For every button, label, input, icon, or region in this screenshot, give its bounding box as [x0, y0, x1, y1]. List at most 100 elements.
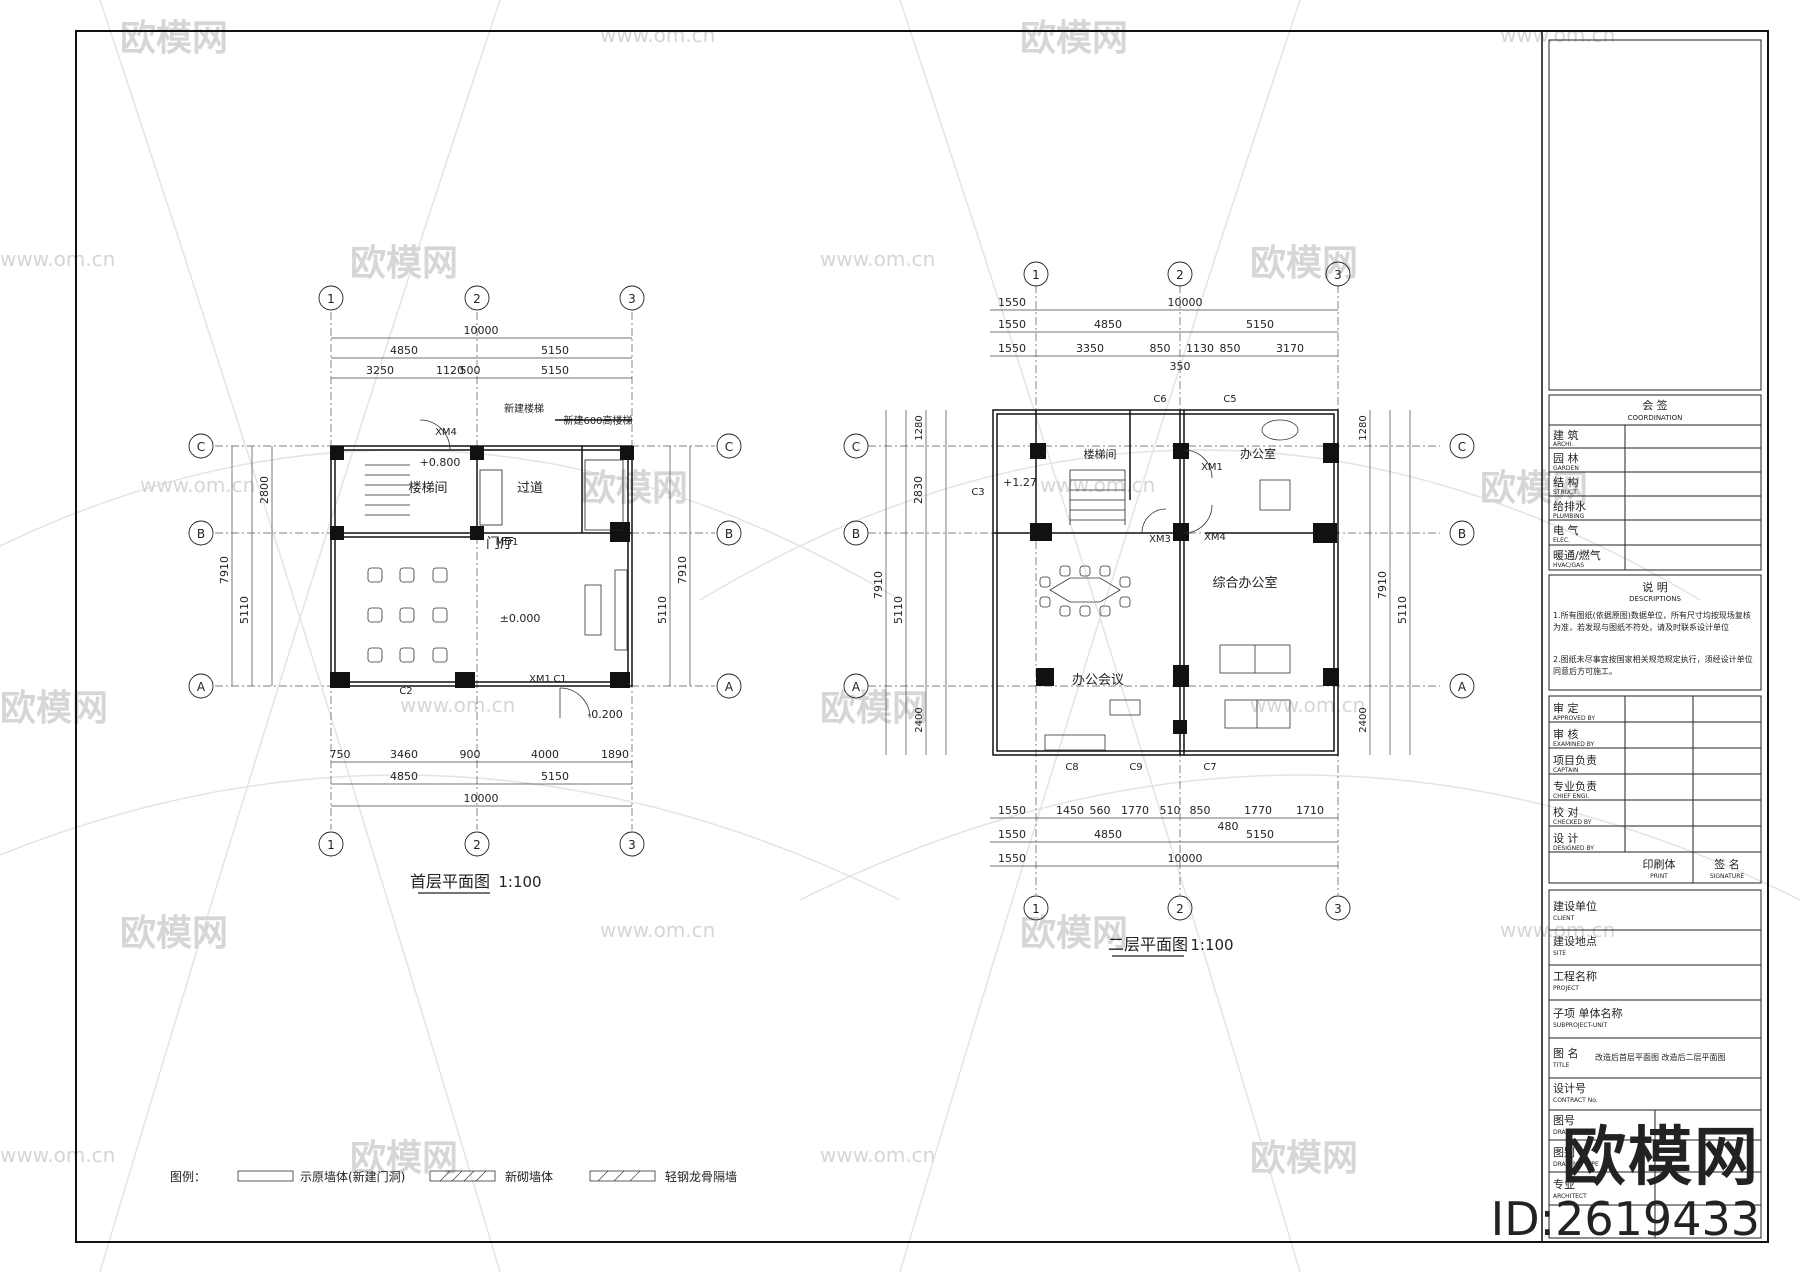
approval-label-en: CAPTAIN — [1553, 767, 1578, 774]
axis-label: B — [852, 527, 860, 541]
watermark-cn: 欧模网 — [120, 18, 228, 59]
watermark-url: www.om.cn — [0, 247, 115, 271]
info-label: 图别 — [1553, 1146, 1575, 1159]
axis-label: C — [725, 440, 733, 454]
info-label-en: DRAWING TYPE — [1553, 1161, 1599, 1168]
watermark-url: www.om.cn — [820, 1143, 935, 1167]
dim-text: 850 — [1220, 342, 1241, 355]
plan-left — [188, 285, 742, 857]
dim-text: 5150 — [1246, 318, 1274, 331]
watermark-cn: 欧模网 — [120, 913, 228, 954]
watermark-cn: 欧模网 — [820, 688, 928, 729]
coord-label: 给排水 — [1553, 499, 1586, 513]
dim-text: 7910 — [1376, 571, 1389, 599]
dim-text: 4000 — [531, 748, 559, 761]
watermark-url: www.om.cn — [140, 473, 255, 497]
axis-label: 2 — [1176, 902, 1184, 916]
dim-text: 3250 — [366, 364, 394, 377]
dim-text: 1120 — [436, 364, 464, 377]
axis-label: 2 — [473, 838, 481, 852]
legend-hatch — [439, 1170, 487, 1182]
axis-bubbles — [843, 261, 1475, 921]
dim-text: 850 — [1190, 804, 1211, 817]
desc-line: 同意后方可施工。 — [1553, 666, 1617, 676]
annotation: 新建楼梯 — [504, 402, 544, 415]
drawing-title-value: 改造后首层平面图 改造后二层平面图 — [1595, 1052, 1726, 1062]
axis-label: 1 — [327, 838, 335, 852]
doors — [419, 419, 591, 719]
stair — [1069, 469, 1126, 525]
axis-label: B — [197, 527, 205, 541]
axis-label: 1 — [327, 292, 335, 306]
door-tag: XM1 — [1201, 462, 1223, 473]
legend: 图例： 示原墙体(新建门洞) 新砌墙体 轻钢龙骨隔墙 — [170, 1169, 737, 1184]
dim-text: 5150 — [1246, 828, 1274, 841]
axis-label: A — [852, 680, 861, 694]
coord-label: 园 林 — [1553, 451, 1579, 465]
dim-text: 480 — [1218, 820, 1239, 833]
dim-text: 7910 — [676, 556, 689, 584]
dim-text: 3350 — [1076, 342, 1104, 355]
approval-label-en: APPROVED BY — [1553, 715, 1595, 722]
door-tag: XM1 — [529, 674, 551, 685]
coord-label-en: ELEC. — [1553, 537, 1570, 544]
legend-swatch-new — [429, 1170, 496, 1182]
window-tag: C7 — [1203, 762, 1216, 773]
dim-text: 5150 — [541, 344, 569, 357]
axis-bubbles — [188, 285, 742, 857]
furniture — [1039, 419, 1299, 751]
brand-logo: 欧模网 — [1562, 1121, 1760, 1195]
door-tag: XM4 — [1204, 532, 1226, 543]
dim-text: 3170 — [1276, 342, 1304, 355]
doors — [1141, 449, 1213, 534]
dim-text: 4850 — [1094, 318, 1122, 331]
dim-text: 5110 — [1396, 596, 1409, 624]
approval-label: 项目负责 — [1553, 753, 1597, 767]
approval-label: 设 计 — [1553, 832, 1579, 845]
legend-item: 轻钢龙骨隔墙 — [665, 1170, 737, 1184]
dim-text: 5110 — [238, 596, 251, 624]
coord-label-en: GARDEN — [1553, 465, 1579, 472]
dim-text: 750 — [330, 748, 351, 761]
title-block-text: 会 签 COORDINATION 建 筑 ARCHI. 园 林 GARDEN 结… — [1552, 398, 1753, 1200]
watermark-cn: 欧模网 — [1480, 468, 1588, 509]
window-tag: C1 — [553, 674, 566, 685]
axis-label: 2 — [1176, 268, 1184, 282]
dim-text: 4850 — [390, 344, 418, 357]
axis-label: 2 — [473, 292, 481, 306]
dim-text: 7910 — [218, 556, 231, 584]
sign-label-en: SIGNATURE — [1710, 873, 1745, 880]
info-label: 建设地点 — [1553, 934, 1597, 948]
print-label-en: PRINT — [1650, 873, 1668, 880]
info-label-en: CONTRACT No. — [1553, 1097, 1598, 1104]
dim-text: 1130 — [1186, 342, 1214, 355]
info-label-en: SITE — [1553, 950, 1566, 957]
sheet-frame — [75, 30, 1769, 1243]
level-mark: +1.27 — [1003, 476, 1037, 489]
watermark-url: www.om.cn — [600, 918, 715, 942]
plan-left-text: 1 2 3 1 2 3 C B A C B A 10000 4850 5150 … — [197, 292, 734, 891]
plan-scale: 1:100 — [498, 873, 541, 891]
window-tag: C8 — [1065, 762, 1078, 773]
axis-label: 3 — [1334, 902, 1342, 916]
dim-text: 5150 — [541, 770, 569, 783]
coord-label: 暖通/燃气 — [1553, 548, 1601, 562]
room-label: 门厅 — [486, 536, 514, 552]
info-label-en: DRAWING No. — [1553, 1129, 1594, 1136]
approval-label-en: CHIEF ENGI. — [1553, 793, 1589, 800]
info-label-en: CLIENT — [1553, 915, 1575, 922]
window-tag: C3 — [971, 487, 984, 498]
legend-hatch — [597, 1170, 641, 1182]
approval-label: 校 对 — [1553, 805, 1579, 819]
dim-text: 1550 — [998, 804, 1026, 817]
axis-label: C — [852, 440, 860, 454]
info-label-en: TITLE — [1552, 1062, 1569, 1069]
axis-label: B — [1458, 527, 1466, 541]
info-label: 图 名 — [1553, 1046, 1579, 1060]
axis-label: 3 — [1334, 268, 1342, 282]
watermark-url: www.om.cn — [1250, 693, 1365, 717]
legend-swatch-existing — [237, 1170, 294, 1182]
dim-text: 2400 — [1358, 707, 1369, 732]
plan-right-text: 1 2 3 1 2 3 C B A C B A 10000 4850 5150 … — [852, 268, 1467, 954]
